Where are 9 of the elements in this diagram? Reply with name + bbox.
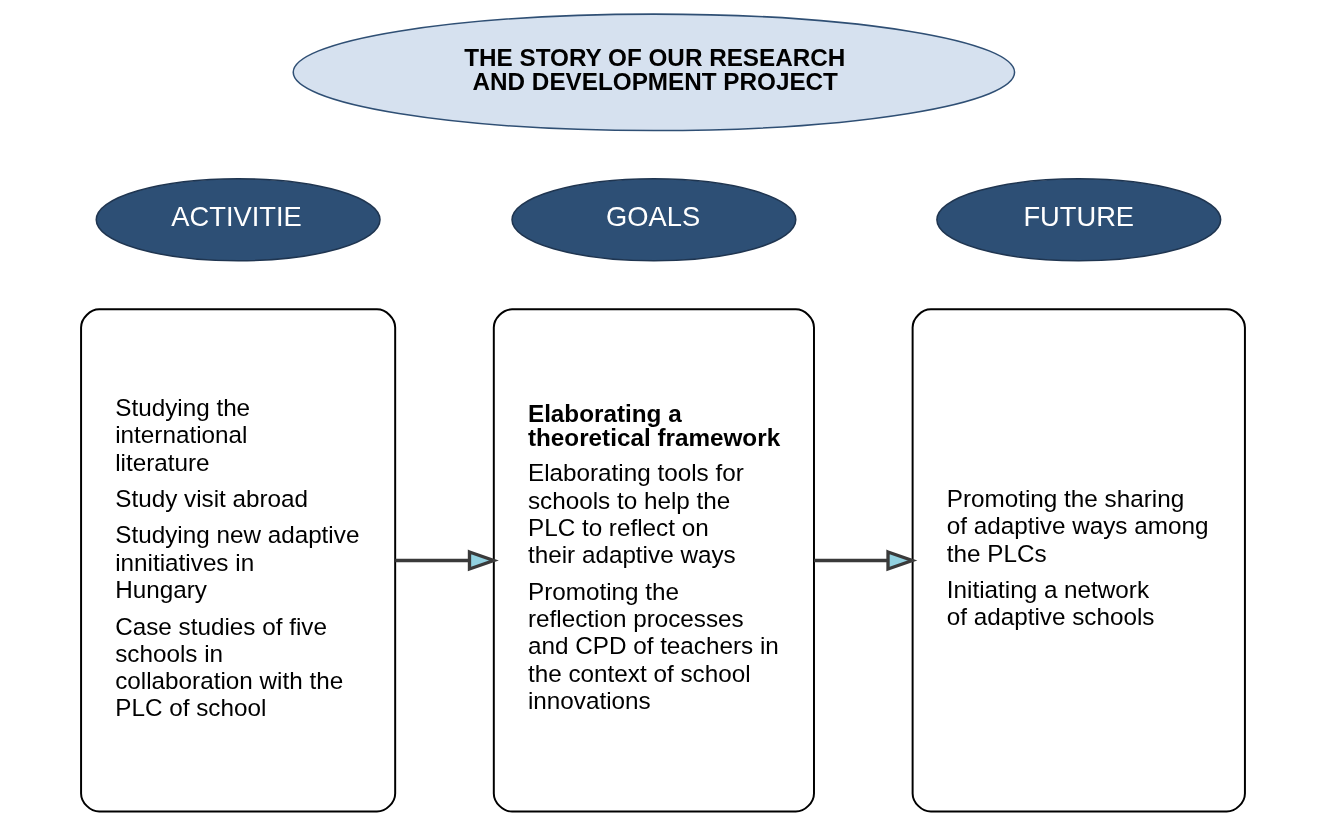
node-ellipse: GOALS [510,178,797,262]
node-ellipse: ACTIVITIE [94,178,381,262]
node-box: Promoting the sharing of adaptive ways among the PLCs Initiating a network of adaptive schools [911,308,1246,813]
node-ellipse: THE STORY OF OUR RESEARCH AND DEVELOPMENT PROJECT [292,13,1015,132]
arrow [394,549,499,572]
node-box: Studying the international literature Study visit abroad Studying new adaptive innitiatives in Hungary Case studies of five schools in collaboration with the PLC of school [79,308,396,813]
node-ellipse: FUTURE [935,178,1221,262]
arrow [813,549,917,572]
node-box: Elaborating a theoretical framework Elaborating tools for schools to help the PLC to reflect on their adaptive ways Promoting the reflection processes and CPD of teachers in the context of school innovations [492,308,815,813]
